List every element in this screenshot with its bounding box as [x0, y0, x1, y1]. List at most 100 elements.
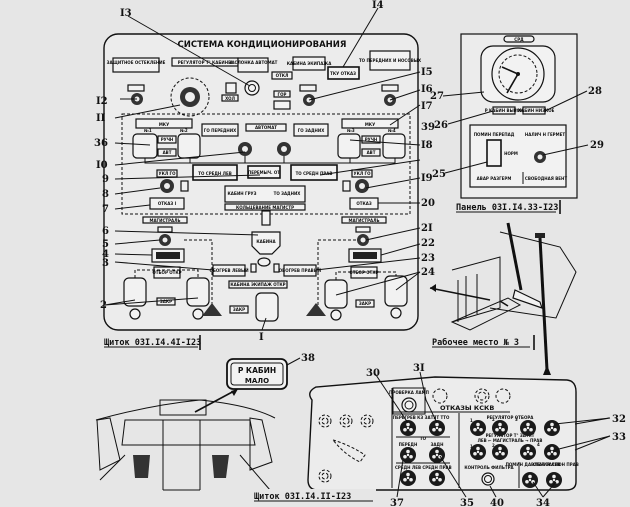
- label-ruchn-left-text: РУЧН: [161, 137, 174, 142]
- callout-17: I7: [421, 101, 433, 112]
- label-nalich-germet: НАЛИЧ Н ГЕРМЕТ: [525, 132, 565, 137]
- callout-38: 38: [301, 353, 315, 364]
- switch-ukl-go-right[interactable]: [355, 179, 369, 193]
- valve-unit-24a: [324, 279, 348, 321]
- label-peregrev-kz: ПЕРЕГРЕВ КЗ: [393, 415, 424, 420]
- lamp-regulator-t-3: [520, 444, 536, 460]
- callout-32: 32: [612, 414, 626, 425]
- callout-18: I8: [421, 140, 433, 151]
- workplace-caption: Рабочее место № 3: [432, 337, 519, 348]
- valve-unit-1: [255, 292, 279, 322]
- gauge-label-text: СРД: [514, 37, 524, 42]
- mku-unit-1: [132, 133, 158, 159]
- label-kabina-ekipazh-otkr-text: КАБИНА ЭКИПАЖ ОТКР: [230, 282, 285, 287]
- row1-num1: 1: [470, 418, 473, 423]
- cabin-temp-dial-scale: [170, 77, 210, 117]
- row2-num2: 2: [492, 443, 495, 448]
- pointer-bar-left: [506, 222, 523, 291]
- label-zakr-left-text: ЗАКР: [160, 299, 172, 304]
- label-avt-right: [361, 148, 381, 157]
- label-go-front-text: ГО ПЕРЕДНИХ: [204, 128, 236, 133]
- label-to-front-nose: [369, 50, 411, 71]
- callout-13: I3: [120, 8, 132, 19]
- callout-40: 40: [490, 498, 504, 507]
- label-proverka-lamp: ПРОВЕРКА ЛАМП: [389, 390, 429, 395]
- lamp-regulator-otbora-3: [520, 420, 536, 436]
- leader-28: [544, 90, 588, 112]
- cockpit-right-frame: [249, 417, 273, 471]
- cabin-temp-knob-center: [185, 92, 195, 102]
- label-obogrev-right-text: ОБОГРЕВ ПРАВЫЙ: [279, 268, 321, 273]
- switch-ukl-go-left[interactable]: [160, 179, 174, 193]
- label-hol: [221, 94, 239, 102]
- callout-34: 34: [536, 498, 550, 507]
- arrow-to-sign: [194, 389, 237, 413]
- label-otkl: [271, 71, 293, 80]
- callout-37: 37: [390, 498, 404, 507]
- lamp-peregrev-kz: [400, 420, 416, 436]
- callout-28: 28: [588, 86, 602, 97]
- label-protective-glazing-text: ЗАЩИТНОЕ ОСТЕКЛЕНИЕ: [107, 60, 166, 65]
- main-leaders: [104, 7, 421, 331]
- leader-38: [286, 357, 301, 366]
- warning-lamps: [400, 420, 562, 488]
- label-peredn: ПЕРЕДН: [399, 442, 418, 447]
- gauge-needle-1: [501, 66, 519, 75]
- fuse-center-left: [250, 263, 257, 273]
- lamp-sredn-lev: [400, 470, 416, 486]
- label-to-rear-text: ТО ЗАДНИХ: [274, 191, 301, 196]
- label-damper-auto-text: ЗАСЛОНКА АВТОМАТ: [229, 60, 278, 65]
- callout-25: 25: [432, 169, 446, 180]
- leader-37: [396, 459, 404, 498]
- leader-33: [554, 435, 611, 451]
- lamp-regulator-otbora-1: [470, 420, 486, 436]
- label-sredn-prav: СРЕДН ПРАВ: [422, 465, 451, 470]
- label-zadn: ЗАДН: [431, 442, 444, 447]
- cockpit-seat-right: [212, 455, 229, 478]
- arrow-to-sign-head: [231, 389, 238, 396]
- switch-go-rear[interactable]: [277, 142, 291, 156]
- indicator-regulator-left-face: [156, 252, 180, 259]
- fuse-right: [342, 180, 351, 192]
- dashed-lamp-placeholders-top: [432, 388, 511, 404]
- cockpit-floor-lines: [99, 454, 271, 491]
- leader-32: [554, 417, 611, 425]
- mku-unit-4: [382, 133, 406, 159]
- lamp-zatyaj-tto: [429, 420, 445, 436]
- label-svobodnaya-vent: СВОБОДНАЯ ВЕНТ: [525, 176, 567, 181]
- callout-22: 22: [421, 238, 435, 249]
- emergency-depressurize-switch[interactable]: [486, 139, 502, 167]
- leader-35: [439, 455, 467, 498]
- indicator-obogrev-left: [212, 264, 246, 277]
- callout-20: 20: [421, 198, 435, 209]
- label-ukl-go-right-text: УКЛ ГО: [353, 171, 371, 176]
- filter-check-button[interactable]: [481, 472, 495, 486]
- label-pomin-pereplad: ПОМИН ПЕРЕПАД: [474, 132, 515, 137]
- label-to-middle-left-text: ТО СРЕДН ЛЕВ: [198, 171, 232, 176]
- toggle-switch-21[interactable]: [355, 226, 371, 246]
- cockpit-center-console: [162, 420, 201, 491]
- callout-24: 24: [421, 267, 435, 278]
- label-stat-zaslon-prav: СТАТ ЗАСЛОН ПРАВ: [533, 462, 579, 467]
- label-damper-auto: [237, 57, 269, 73]
- arrow-to-main-panel: [429, 287, 491, 301]
- mode-selector-switch[interactable]: [534, 151, 546, 163]
- main-panel-title: СИСТЕМА КОНДИЦИОНИРОВАНИЯ: [178, 40, 347, 50]
- damper-switch-center: [248, 84, 256, 92]
- damper-switch[interactable]: [244, 80, 260, 96]
- lamp-cabin-high-text: Р КАБИН ВЫСОК: [485, 108, 524, 113]
- label-kolcevanie: [224, 203, 306, 211]
- label-protective-glazing: [112, 57, 160, 73]
- leader-31: [419, 371, 438, 424]
- leader-26: [447, 110, 494, 125]
- label-zakr-right-text: ЗАКР: [359, 301, 371, 306]
- indicator-obogrev-right: [283, 264, 317, 277]
- label-sredn-lev: СРЕДН ЛЕВ: [395, 465, 421, 470]
- lamp-check-button[interactable]: [401, 397, 417, 413]
- label-pomin-davleniya-lev: ПОМИН ДАВЛЕНИЯ ЛЕВ: [506, 462, 561, 467]
- switch-go-front[interactable]: [238, 142, 252, 156]
- fan-triangle-left: [202, 303, 222, 316]
- cabin-sign-line2: МАЛО: [245, 377, 269, 385]
- pointer-flag: [535, 233, 545, 238]
- callout-8: 8: [102, 189, 109, 200]
